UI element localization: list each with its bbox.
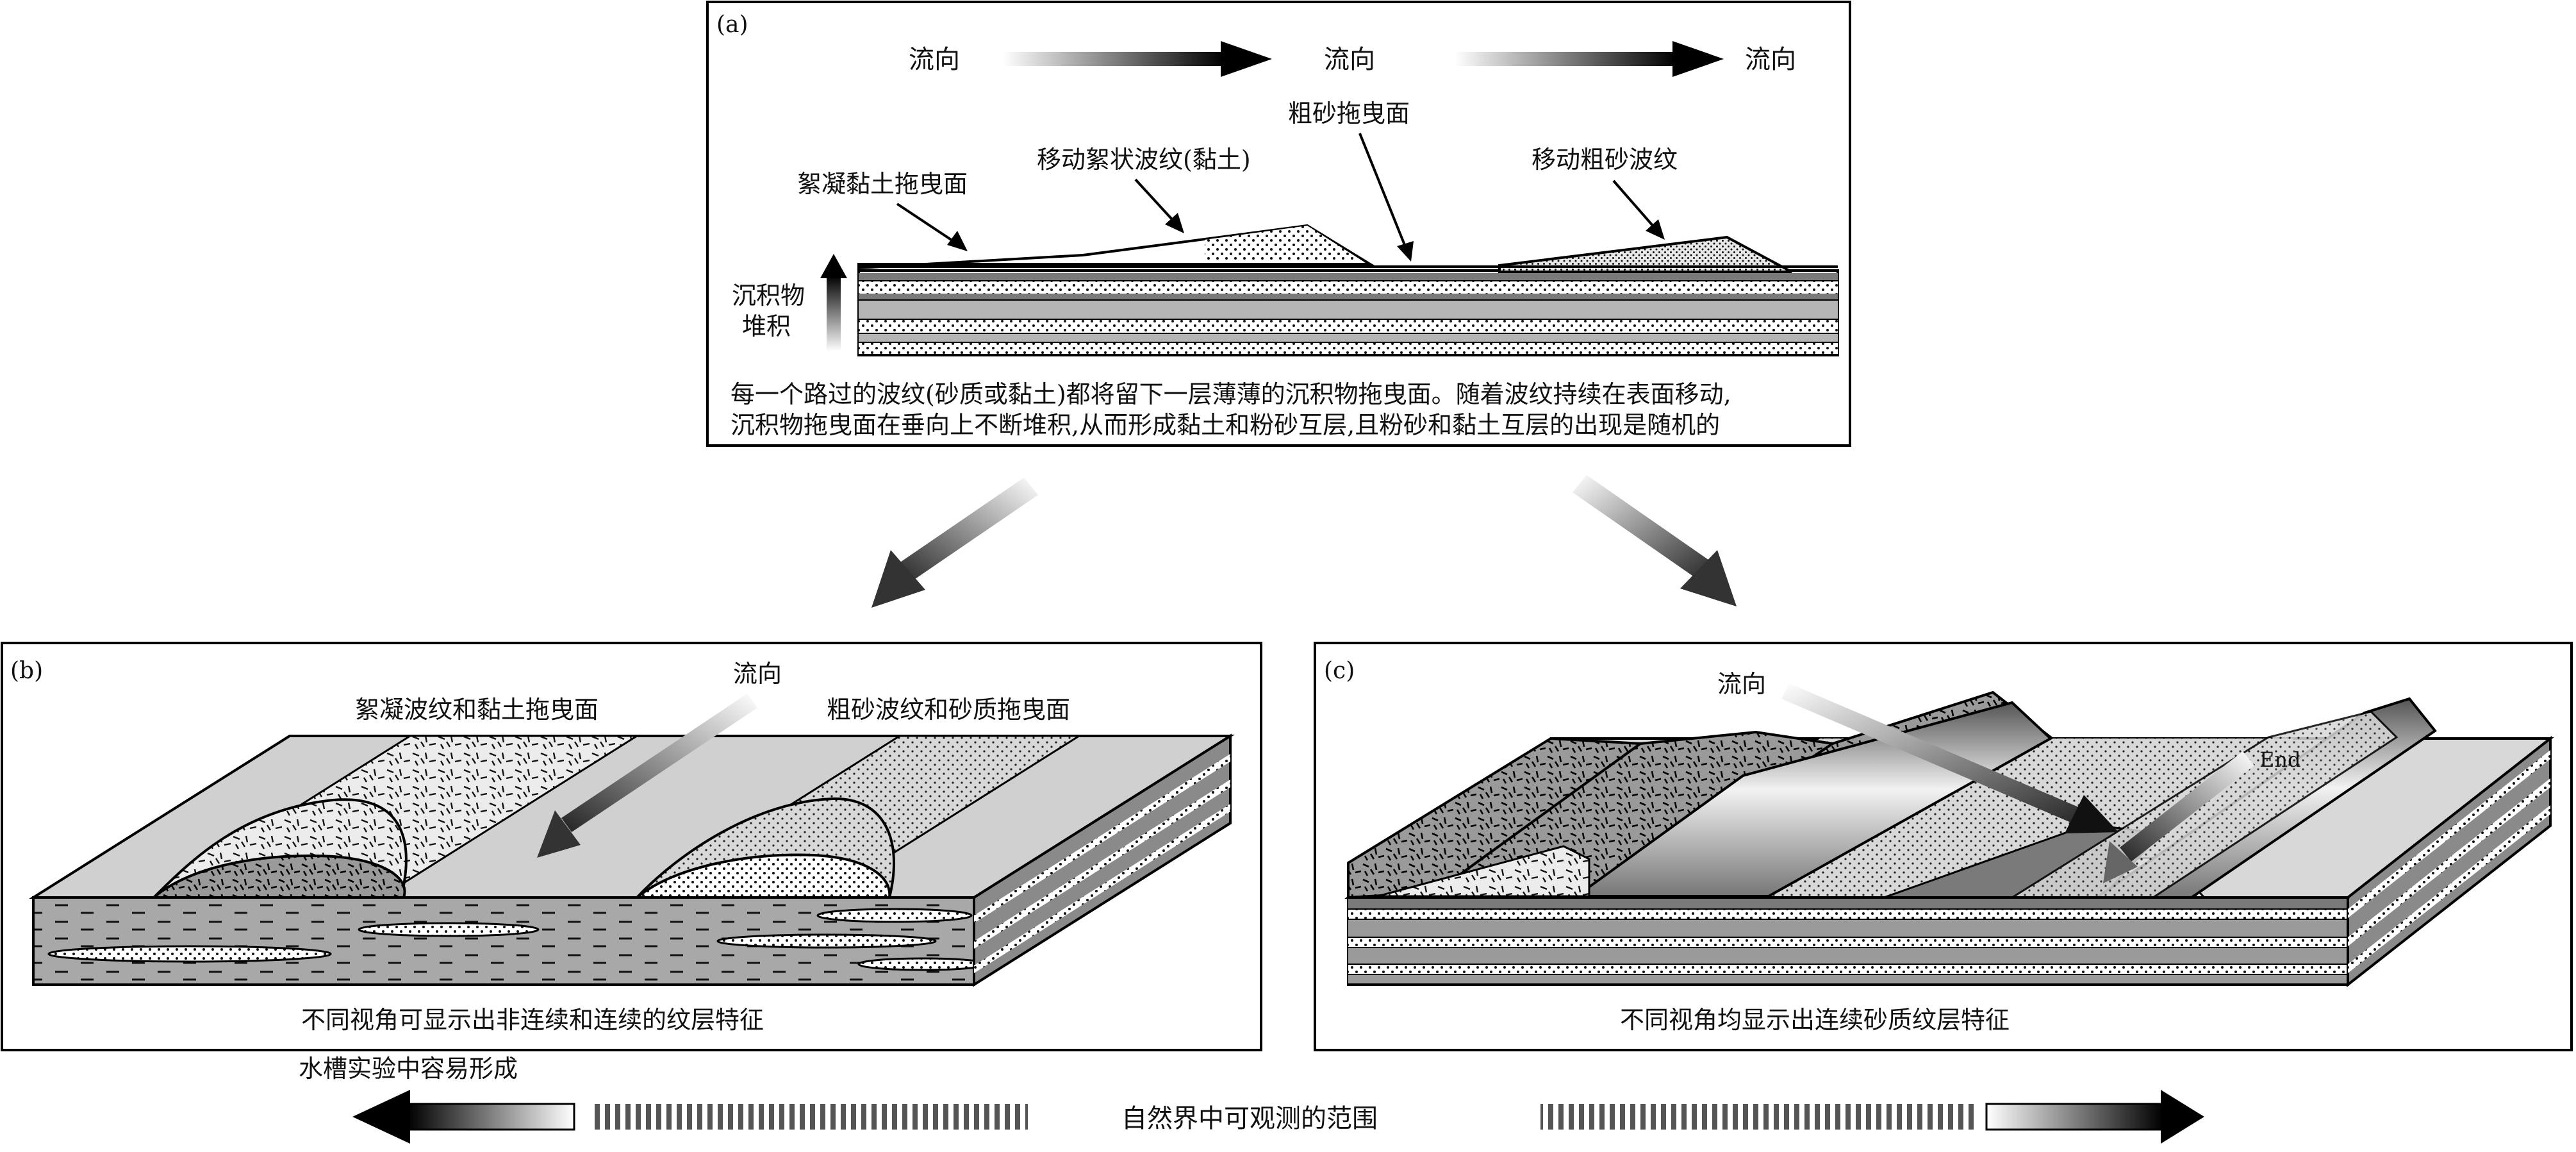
- c-side-band-1: [2348, 750, 2550, 918]
- panel-b-tag: (b): [10, 658, 43, 684]
- panel-c: (c) 流向: [1314, 642, 2573, 1051]
- c-side-band-2: [2348, 778, 2550, 946]
- c-band-7: [1348, 974, 2348, 983]
- b-lens-5: [857, 957, 988, 971]
- b-flow-label: 流向: [733, 660, 782, 688]
- c-band-3: [1348, 919, 2348, 937]
- flume-label: 水槽实验中容易形成: [299, 1055, 518, 1083]
- b-side-band-2: [974, 780, 1230, 949]
- flow-label-2: 流向: [1324, 45, 1375, 74]
- arrow-to-c: [1573, 475, 1737, 606]
- c-band-5: [1348, 947, 2348, 964]
- label-floc-drape: 絮凝黏土拖曳面: [797, 170, 968, 198]
- sand-ripple-shape: [1498, 235, 1792, 273]
- right-dashed-bar: [1540, 1104, 1976, 1130]
- accumulation-arrow: [820, 254, 847, 351]
- panel-a: (a) 流向 流向 流向 絮凝黏土拖曳面 移动絮状波纹(黏土) 粗砂拖曳面 移动: [706, 1, 1851, 447]
- panel-a-caption-1: 每一个路过的波纹(砂质或黏土)都将留下一层薄薄的沉积物拖曳面。随着波纹持续在表面…: [731, 380, 1731, 408]
- arrow-to-b: [871, 478, 1038, 608]
- label-sand-drape: 粗砂拖曳面: [1288, 99, 1410, 128]
- pointer-floc-ripple: [1134, 178, 1184, 233]
- flow-arrow-1: [1003, 41, 1272, 77]
- panel-b: (b) 絮凝波纹和黏土拖曳面 粗砂波纹和砂质拖曳面 流向 不同: [1, 642, 1262, 1051]
- label-accumulation-1: 沉积物: [732, 281, 805, 310]
- b-label-sand: 粗砂波纹和砂质拖曳面: [827, 696, 1070, 724]
- floc-ripple-dots: [1205, 226, 1364, 262]
- b-lens-2: [358, 922, 540, 937]
- c-band-1: [1348, 899, 2348, 909]
- b-lens-3: [816, 908, 973, 923]
- label-sand-ripple: 移动粗砂波纹: [1532, 146, 1678, 174]
- left-dashed-bar: [592, 1104, 1028, 1130]
- label-accumulation-2: 堆积: [742, 312, 791, 340]
- c-flow-label: 流向: [1717, 670, 1766, 698]
- left-arrow: [352, 1090, 575, 1144]
- label-floc-ripple: 移动絮状波纹(黏土): [1037, 146, 1251, 174]
- b-lens-1: [47, 945, 332, 963]
- c-flow-arrow: [1781, 683, 2118, 833]
- bottom-scale: 水槽实验中容易形成 自然界中可观测的范围: [299, 1055, 2204, 1144]
- panel-a-caption-2: 沉积物拖曳面在垂向上不断堆积,从而形成黏土和粉砂互层,且粉砂和黏土互层的出现是随…: [731, 411, 1720, 439]
- ripple-profile: [857, 224, 1838, 273]
- pointer-sand-ripple: [1612, 179, 1665, 240]
- flow-label-3: 流向: [1745, 45, 1796, 74]
- panel-c-tag: (c): [1324, 658, 1355, 684]
- c-band-6: [1348, 964, 2348, 974]
- c-band-4: [1348, 937, 2348, 947]
- c-side-band-3: [2348, 805, 2550, 973]
- b-sand-ripple-front: [633, 853, 891, 899]
- b-label-floc: 絮凝波纹和黏土拖曳面: [355, 696, 599, 724]
- pointer-floc-drape: [896, 203, 968, 251]
- c-end-label: End: [2259, 747, 2300, 772]
- nature-label: 自然界中可观测的范围: [1121, 1104, 1378, 1133]
- panel-c-caption: 不同视角均显示出连续砂质纹层特征: [1620, 1006, 2010, 1034]
- b-flow-arrow: [537, 694, 757, 858]
- flow-label-1: 流向: [909, 45, 960, 74]
- b-lens-4: [716, 933, 937, 949]
- b-side-band-1: [974, 754, 1230, 923]
- b-floc-ripple-front: [150, 854, 406, 899]
- panel-a-tag: (a): [716, 12, 748, 38]
- flow-arrow-2: [1455, 41, 1724, 77]
- c-band-2: [1348, 909, 2348, 919]
- pointer-sand-drape: [1358, 133, 1414, 262]
- panel-b-caption: 不同视角可显示出非连续和连续的纹层特征: [301, 1006, 764, 1034]
- c-end-arrow: [2103, 751, 2254, 883]
- right-arrow: [1985, 1090, 2204, 1144]
- b-side-band-3: [974, 804, 1230, 973]
- sediment-layers-block: [857, 269, 1839, 356]
